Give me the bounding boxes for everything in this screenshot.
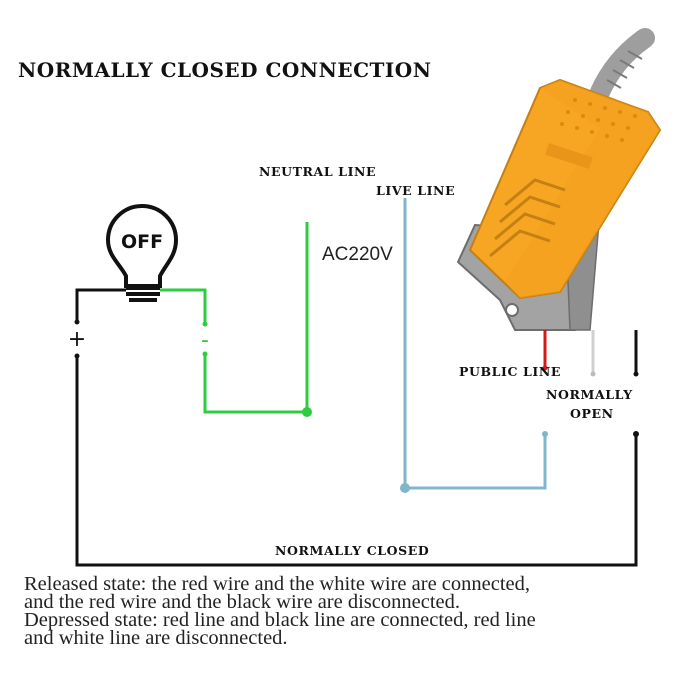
green-wire — [160, 222, 312, 417]
state-description: Released state: the red wire and the whi… — [24, 573, 684, 649]
pedal-terminal-wires — [542, 330, 639, 377]
voltage-label: AC220V — [322, 244, 393, 265]
foot-pedal-switch-icon — [456, 28, 662, 331]
description-line-2: and the red wire and the black wire are … — [24, 591, 460, 613]
lamp-state-label: OFF — [121, 231, 163, 253]
description-line-4: and white line are disconnected. — [24, 627, 288, 649]
live-line-label: LIVE LINE — [376, 183, 456, 198]
black-wire — [74, 288, 639, 567]
normally-closed-label: NORMALLY CLOSED — [275, 543, 430, 558]
description-line-3: Depressed state: red line and black line… — [24, 609, 536, 631]
page-title: NORMALLY CLOSED CONNECTION — [18, 58, 432, 82]
minus-sign: - — [201, 328, 209, 353]
description-line-1: Released state: the red wire and the whi… — [24, 573, 531, 595]
public-line-label: PUBLIC LINE — [459, 364, 561, 379]
normally-open-label-line1: NORMALLY — [546, 387, 633, 402]
blue-wire — [400, 198, 548, 493]
neutral-line-label: NEUTRAL LINE — [259, 164, 377, 179]
light-bulb-icon — [105, 204, 179, 302]
plus-sign: + — [68, 327, 86, 352]
normally-open-label-line2: OPEN — [570, 406, 614, 421]
